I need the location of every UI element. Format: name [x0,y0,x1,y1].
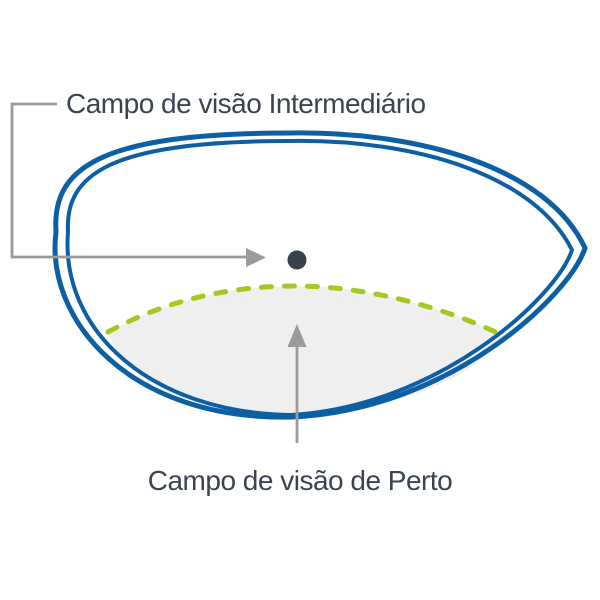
lens-inner-outline [65,138,575,418]
intermediate-connector-line [10,102,247,259]
lens-outer-outline [52,130,588,420]
near-vision-dashed-border [105,283,503,337]
intermediate-marker-dot [287,250,307,270]
up-arrowhead-icon [287,324,307,347]
intermediate-field-label: Campo de visão Intermediário [66,88,426,119]
near-field-label: Campo de visão de Perto [147,465,453,496]
right-arrowhead-icon [246,248,266,267]
near-vision-zone [108,286,500,414]
